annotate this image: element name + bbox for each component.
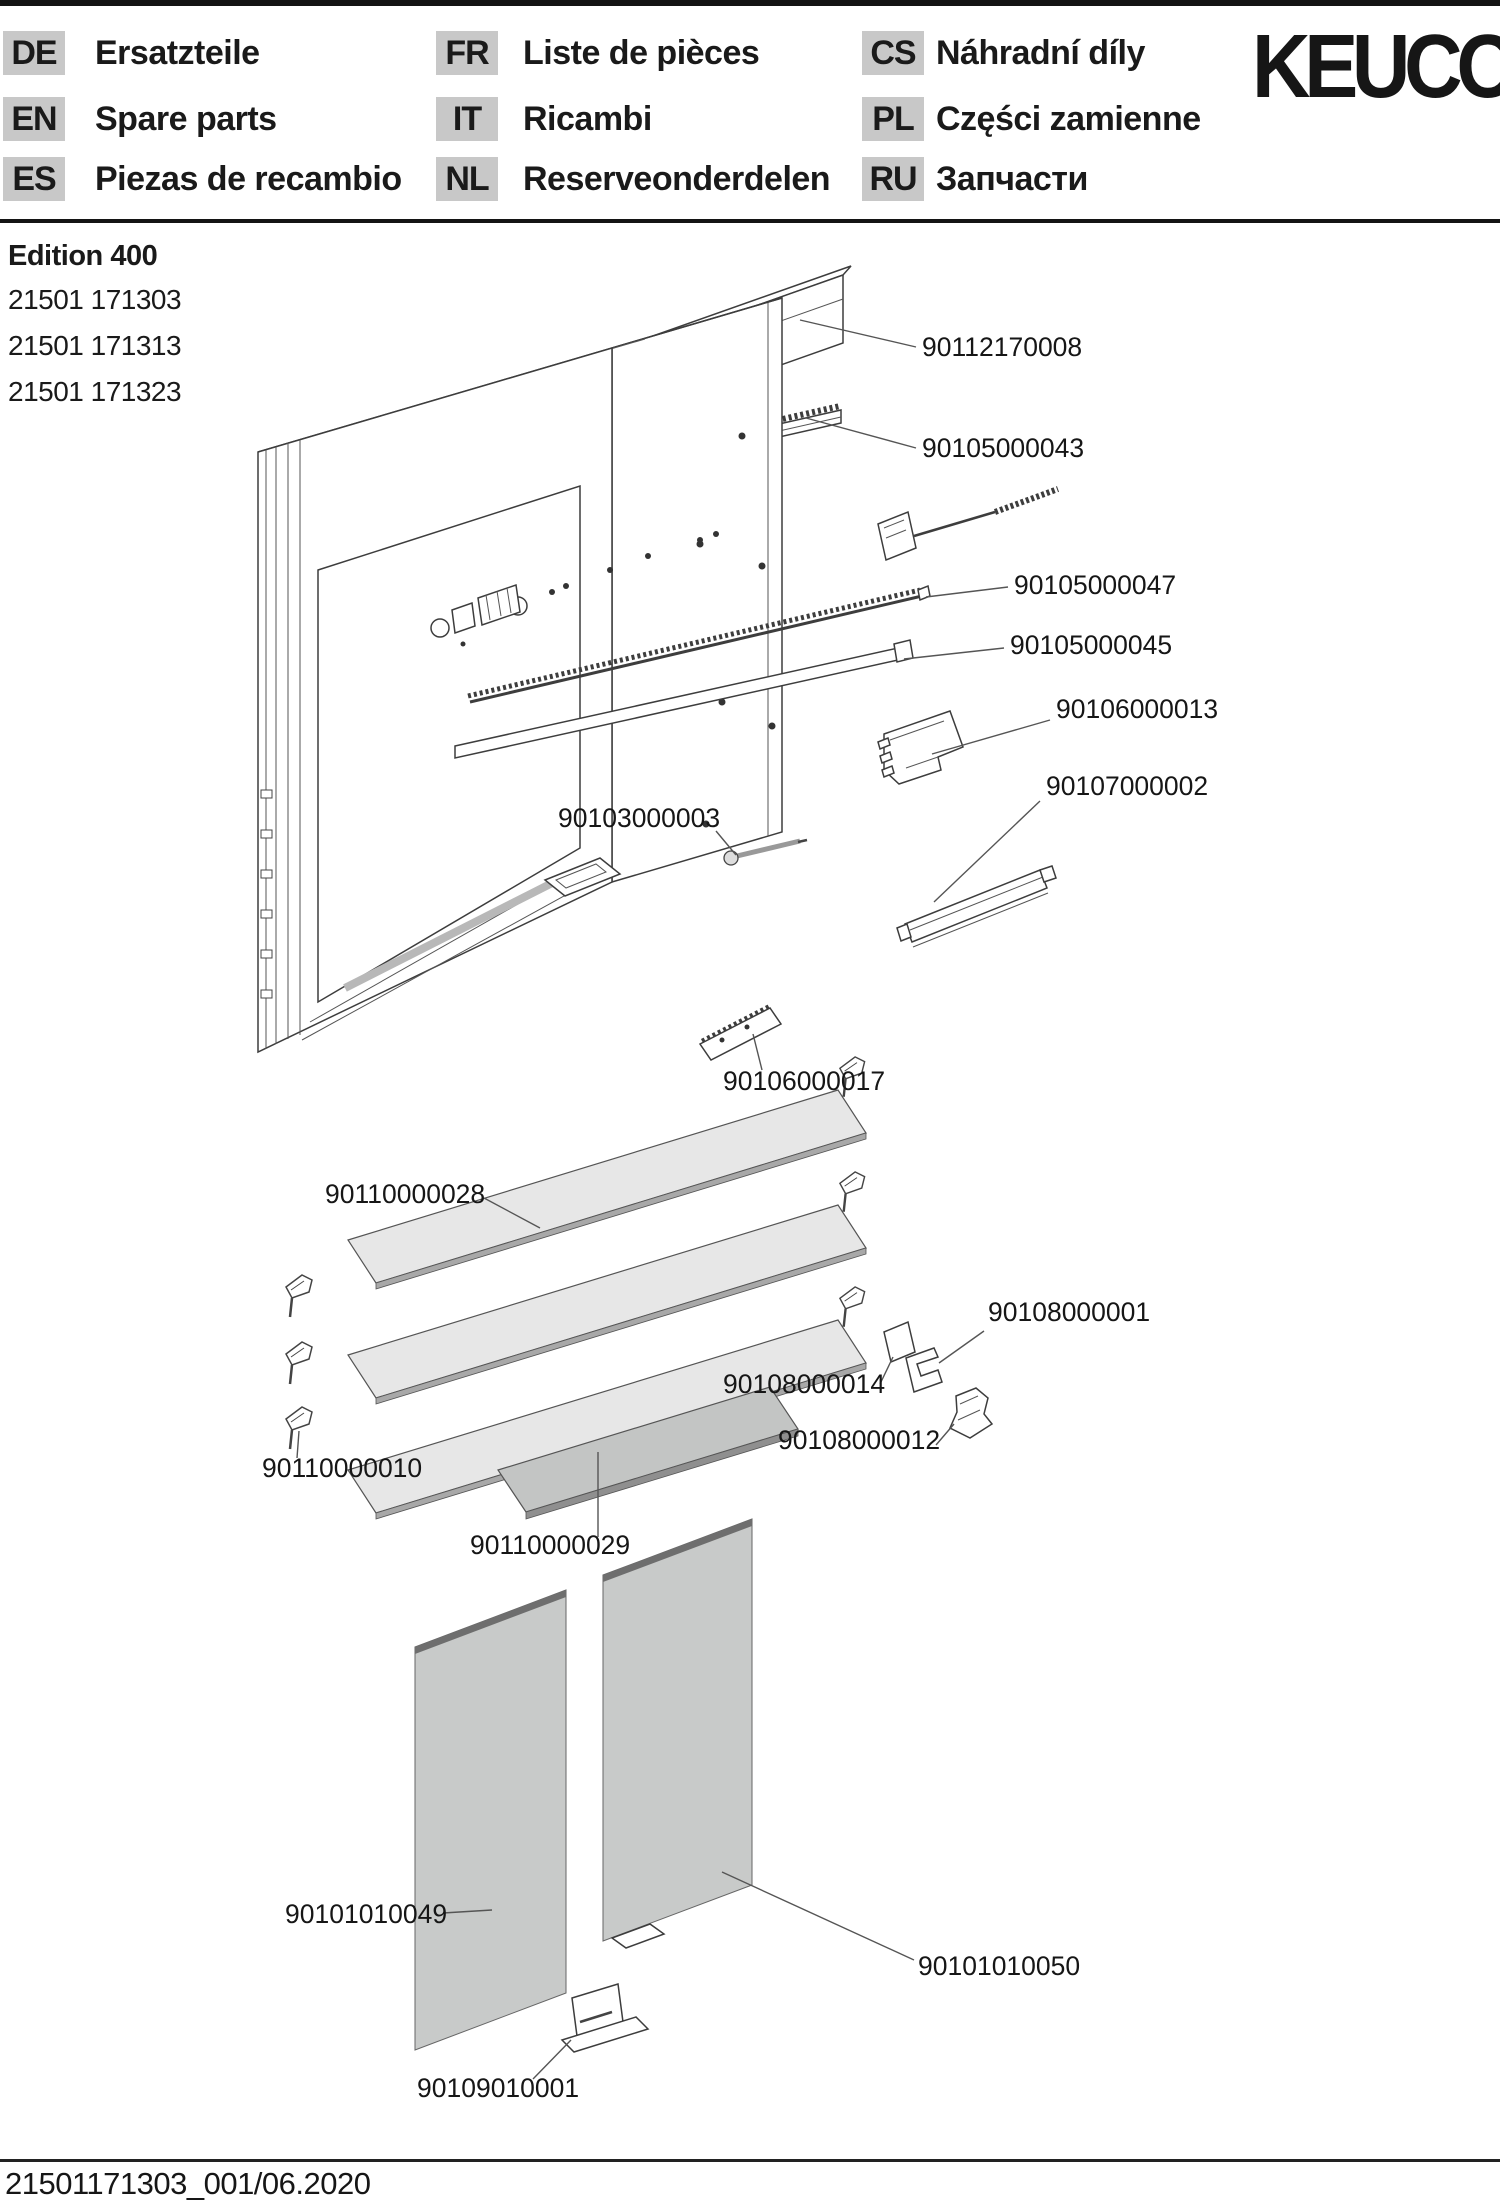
brand-logo: KEUCO — [1252, 17, 1500, 117]
flat-rail — [454, 639, 914, 759]
glass-shelf — [347, 1204, 867, 1405]
part-number-toothed-rail: 90105000047 — [1014, 570, 1176, 600]
light-diffuser — [896, 865, 1057, 948]
language-row-en: EN Spare parts — [3, 97, 277, 141]
shelf-clip — [284, 1273, 314, 1319]
variant-code: 21501 171323 — [8, 376, 182, 407]
document-code: 21501171303_001/06.2020 — [5, 2166, 371, 2201]
power-cable — [877, 486, 1060, 562]
language-code-badge: ES — [3, 157, 65, 201]
part-number-clip-bracket-c: 90108000001 — [988, 1297, 1150, 1327]
language-code-badge: RU — [862, 157, 924, 201]
top-border — [0, 0, 1500, 6]
header-divider — [0, 219, 1500, 223]
bottom-bracket — [560, 1983, 650, 2053]
part-number-flat-rail: 90105000045 — [1010, 630, 1172, 660]
language-label: Запчасти — [936, 159, 1088, 198]
door-foot — [610, 1923, 666, 1949]
part-number-top-panel: 90112170008 — [922, 332, 1082, 362]
language-row-cs: CS Náhradní díly — [862, 31, 1145, 75]
leader-line-shelf-clip — [296, 1430, 300, 1459]
leader-line-mirror-door-left — [442, 1909, 493, 1914]
language-label: Części zamienne — [936, 99, 1201, 138]
mirror-door-left — [414, 1589, 567, 2051]
leader-line-cabinet-body — [715, 830, 737, 856]
language-code-badge: FR — [436, 31, 498, 75]
leader-line-top-panel — [799, 319, 917, 348]
language-code-badge: PL — [862, 97, 924, 141]
leader-line-toothed-rail — [925, 586, 1009, 598]
language-label: Liste de pièces — [523, 33, 760, 72]
part-number-spacer-chip: 90108000014 — [723, 1369, 885, 1399]
language-row-de: DE Ersatzteile — [3, 31, 260, 75]
language-label: Reserveonderdelen — [523, 159, 831, 198]
spacer-chip — [883, 1320, 916, 1364]
language-code-badge: IT — [436, 97, 498, 141]
glass-shelf — [347, 1089, 867, 1290]
language-code-badge: DE — [3, 31, 65, 75]
leader-line-clip-bracket-c — [938, 1330, 985, 1364]
part-number-terminal-strip: 90106000017 — [723, 1066, 885, 1096]
leader-line-flat-rail — [903, 647, 1005, 660]
part-number-shelf-clip: 90110000010 — [262, 1453, 422, 1483]
language-label: Spare parts — [95, 99, 277, 138]
mirror-door-right — [602, 1518, 753, 1949]
clip-bracket-angle — [949, 1387, 994, 1439]
part-number-clip-bracket-angle: 90108000012 — [778, 1425, 940, 1455]
leader-line-light-diffuser — [933, 800, 1041, 903]
part-number-electronic-module: 90106000013 — [1056, 694, 1218, 724]
language-label: Náhradní díly — [936, 33, 1145, 72]
product-series: Edition 400 — [8, 240, 158, 272]
language-code-badge: NL — [436, 157, 498, 201]
leader-line-electronic-module — [931, 719, 1051, 755]
cabinet-body — [257, 296, 783, 1054]
footer-divider — [0, 2159, 1500, 2162]
language-row-ru: RU Запчасти — [862, 157, 1088, 201]
small-glass-shelf — [497, 1386, 799, 1520]
language-label: Ersatzteile — [95, 33, 260, 72]
part-labels: 90112170008 90105000043 90105000047 9010500… — [262, 319, 1218, 2103]
language-row-es: ES Piezas de recambio — [3, 157, 402, 201]
leader-line-bottom-bracket — [532, 2039, 572, 2080]
leader-line-terminal-strip — [752, 1033, 763, 1071]
language-row-it: IT Ricambi — [436, 97, 652, 141]
part-number-glass-shelf: 90110000028 — [325, 1179, 485, 1209]
part-number-bottom-bracket: 90109010001 — [417, 2073, 579, 2103]
leader-line-spacer-chip — [879, 1356, 894, 1385]
leader-line-mirror-door-right — [721, 1871, 915, 1961]
part-number-cabinet-body: 90103000003 — [558, 803, 720, 833]
part-number-mirror-door-left: 90101010049 — [285, 1899, 447, 1929]
language-row-pl: PL Części zamienne — [862, 97, 1201, 141]
part-number-light-diffuser: 90107000002 — [1046, 771, 1208, 801]
language-code-badge: EN — [3, 97, 65, 141]
language-code-badge: CS — [862, 31, 924, 75]
language-label: Piezas de recambio — [95, 159, 402, 198]
language-row-nl: NL Reserveonderdelen — [436, 157, 831, 201]
variant-list: 21501 171303 21501 171313 21501 171323 — [8, 284, 182, 408]
leader-line-led-strip-rail — [805, 417, 917, 449]
shelf-clip — [284, 1340, 314, 1386]
clip-bracket-c — [905, 1347, 943, 1393]
terminal-strip — [698, 1003, 783, 1061]
language-label: Ricambi — [523, 99, 652, 138]
part-number-mirror-door-right: 90101010050 — [918, 1951, 1080, 1981]
fixing-screw — [723, 838, 808, 866]
variant-code: 21501 171303 — [8, 284, 182, 315]
electronic-module — [877, 710, 964, 785]
leader-line-clip-bracket-angle — [935, 1423, 955, 1446]
language-row-fr: FR Liste de pièces — [436, 31, 760, 75]
variant-code: 21501 171313 — [8, 330, 182, 361]
shelf-clip — [838, 1170, 866, 1213]
part-number-led-strip-rail: 90105000043 — [922, 433, 1084, 463]
part-number-small-glass-shelf: 90110000029 — [470, 1530, 630, 1560]
shelf-clip — [284, 1405, 314, 1451]
shelf-clip — [838, 1285, 866, 1328]
leader-line-glass-shelf — [483, 1197, 541, 1229]
